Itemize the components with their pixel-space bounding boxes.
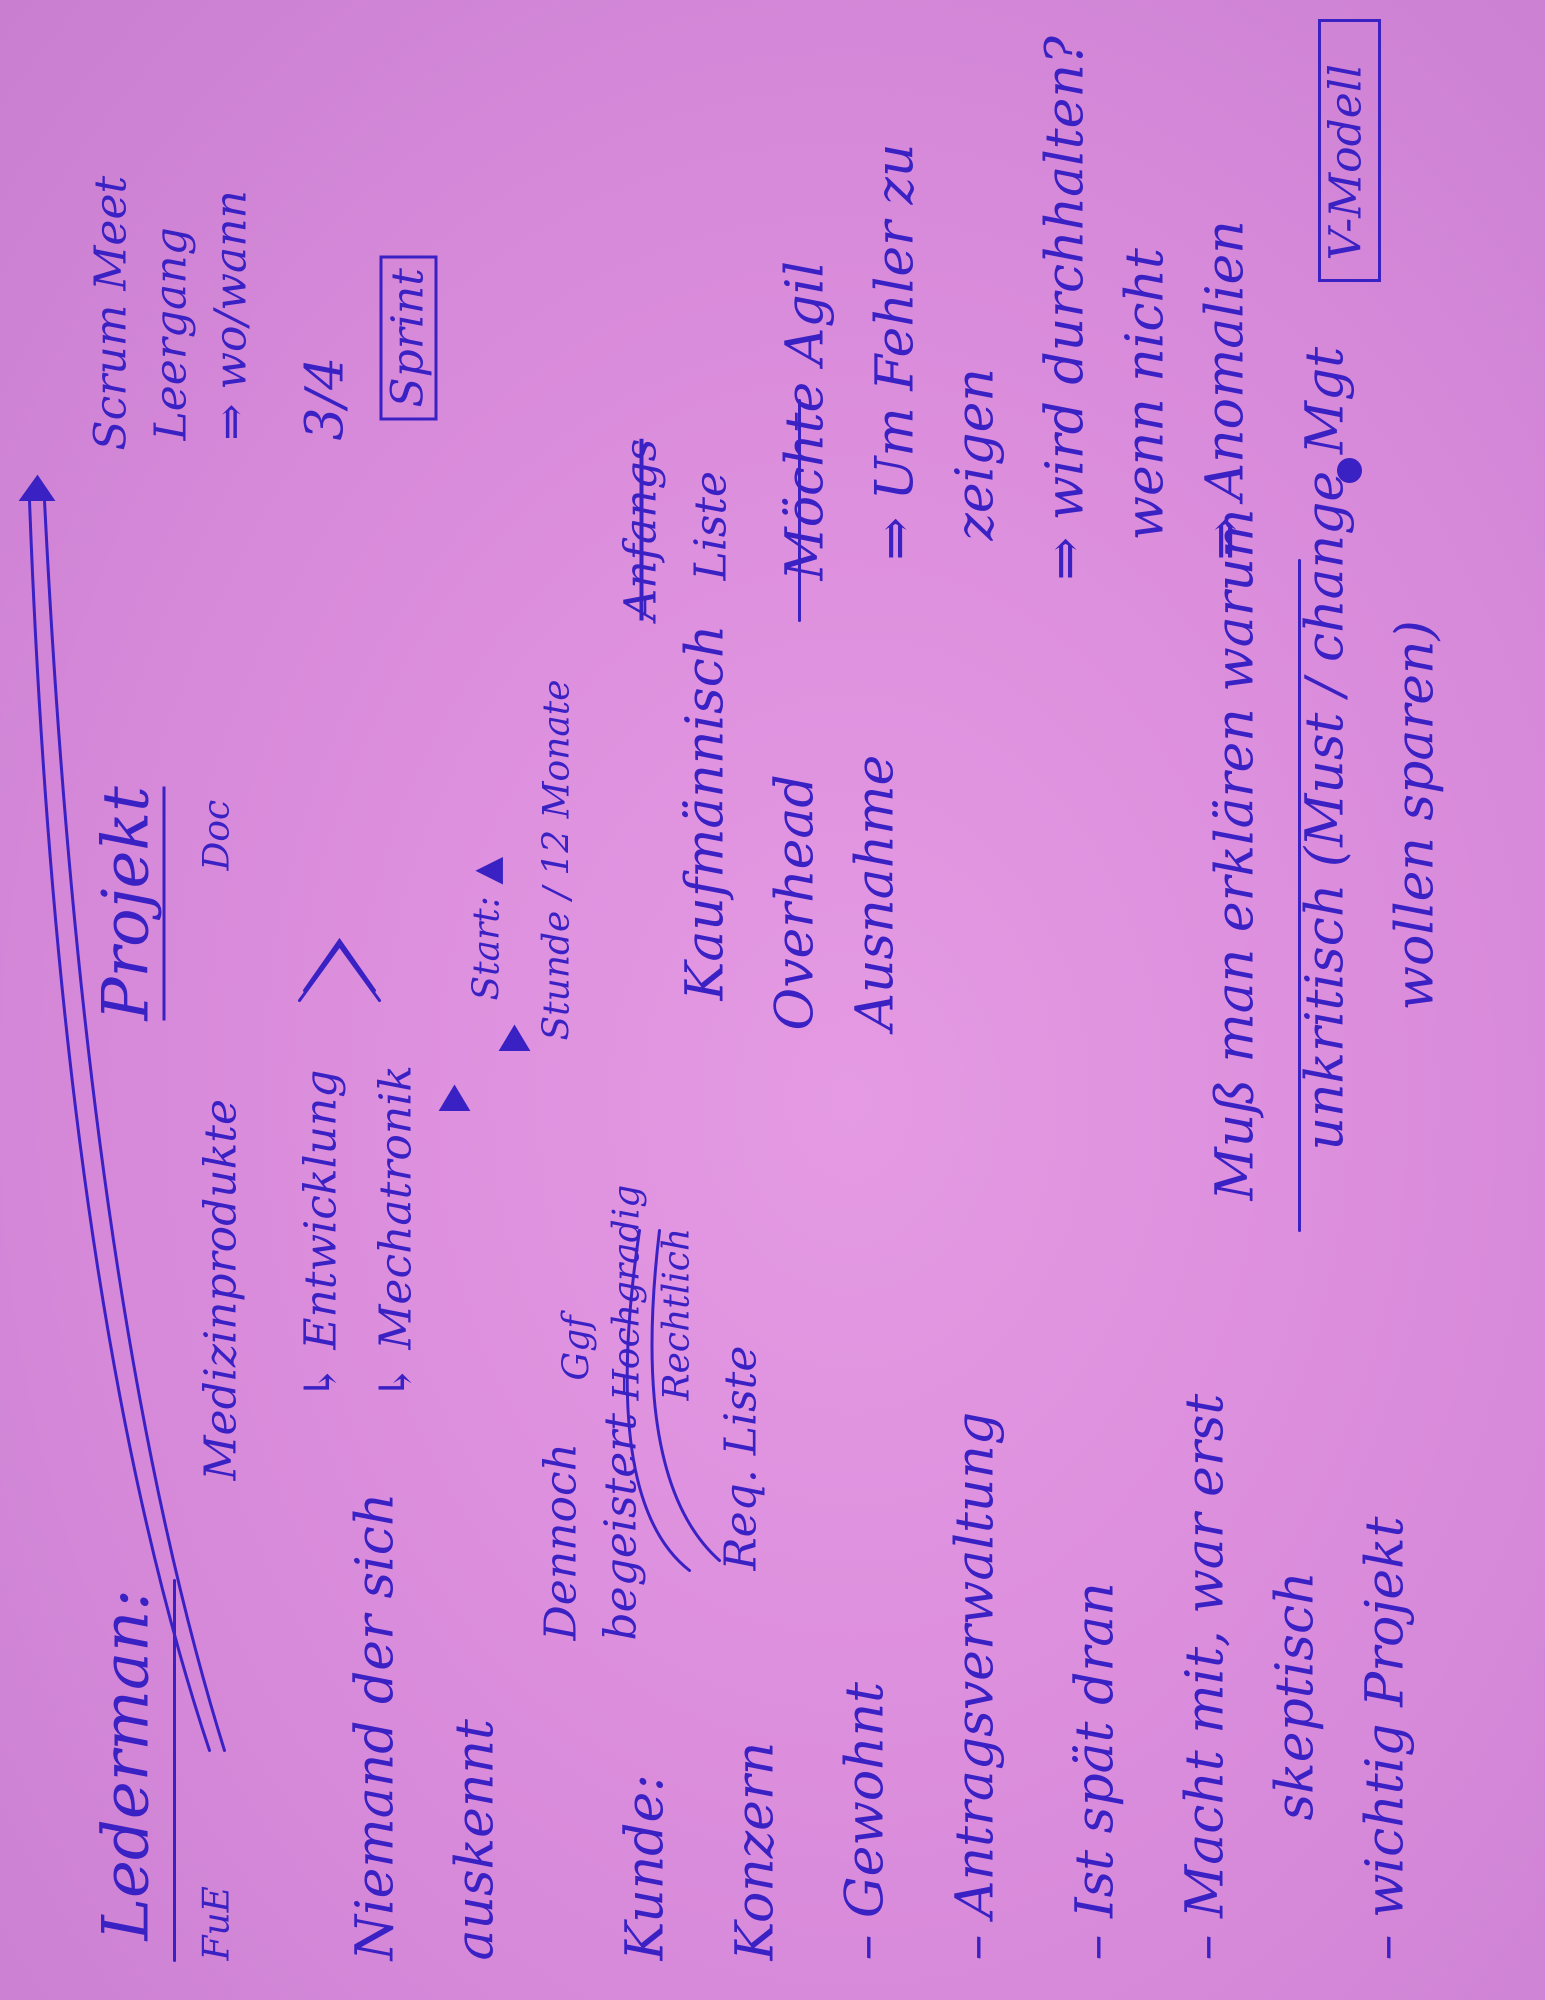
line-niemand: Niemand der sich: [345, 1492, 406, 1961]
line-overhead: Overhead: [765, 774, 826, 1031]
bullet-arrow-2: [498, 1024, 531, 1051]
line-konzern: Konzern: [725, 1741, 786, 1961]
line-wird-durchhalten: ⇒ wird durchhalten?: [1035, 36, 1096, 581]
title: Lederman:: [89, 1589, 164, 1941]
line-liste: Liste: [685, 470, 737, 581]
bullet-arrow-1: [438, 1084, 471, 1111]
line-agile-crossed: Anfangs: [615, 438, 667, 621]
curved-arrow-req: [625, 1229, 691, 1572]
line-hochgradig: Hochgradig: [606, 1184, 648, 1401]
arc-arrowhead: [18, 474, 56, 501]
line-begeistert: begeistert: [595, 1413, 647, 1641]
line-vmodell: V-Modell: [1320, 64, 1372, 261]
line-antragsverwaltung: – Antragsverwaltung: [945, 1411, 1006, 1961]
line-dennoch: Dennoch: [535, 1443, 587, 1641]
curved-arrow-req-2: [650, 1229, 721, 1562]
vmodell-box: [1318, 19, 1381, 282]
line-wo-wann: ⇒ wo/wann: [205, 190, 257, 441]
project-arc-line-2: [43, 499, 226, 1752]
line-unkritisch: unkritisch (Must / change Mgt: [1295, 346, 1356, 1151]
line-wenn-nicht: wenn nicht: [1115, 248, 1176, 541]
line-doc: Doc: [196, 799, 238, 871]
line-scrum: Scrum Meet: [85, 175, 137, 451]
line-stunde: Stunde / 12 Monate: [536, 679, 578, 1041]
line-wollen-sparen: wollen sparen): [1385, 620, 1446, 1011]
line-fraction: 3/4: [295, 356, 356, 441]
line-auskennt: auskennt: [445, 1719, 506, 1961]
line-kunde: Kunde:: [615, 1774, 676, 1961]
line-wichtig: – wichtig Projekt: [1355, 1516, 1416, 1961]
line-ausnahme: Ausnahme: [845, 754, 906, 1031]
line-kaufmaennisch: Kaufmännisch: [675, 624, 736, 1001]
line-ggf: Ggf: [556, 1315, 598, 1381]
line-um-fehler: ⇒ Um Fehler zu: [865, 143, 926, 561]
line-rechtlich: Rechtlich: [656, 1227, 698, 1401]
line-anomalien: ⇒ Anomalien: [1195, 220, 1256, 561]
line-muss-man: Muß man erklären warum: [1205, 508, 1266, 1201]
line-zeigen: zeigen: [945, 368, 1006, 541]
line-mechatronik: ↳ Mechatronik: [370, 1065, 422, 1401]
label-fue: FuE: [196, 1886, 238, 1961]
chevron-2: [303, 937, 376, 992]
line-sprint: Sprint: [379, 255, 438, 421]
line-medizinprodukte: Medizinprodukte: [195, 1099, 247, 1481]
line-ist-spaet: – Ist spät dran: [1065, 1582, 1126, 1961]
line-gewohnt: – Gewohnt: [835, 1681, 896, 1961]
line-req: Req. Liste: [715, 1345, 767, 1571]
line-entwicklung: ↳ Entwicklung: [295, 1069, 347, 1401]
line-skeptisch: skeptisch: [1265, 1571, 1326, 1821]
line-macht-mit: – Macht mit, war erst: [1175, 1393, 1236, 1961]
project-arc-line-1: [28, 499, 211, 1752]
bullet-dot: [1337, 458, 1362, 483]
line-lessons: Leergang: [145, 227, 197, 441]
line-start: Start: ▲: [466, 856, 508, 1001]
line-moechte-agil: Möchte Agil: [775, 261, 836, 581]
project-heading: Projekt: [89, 786, 166, 1021]
chevron-1: [298, 942, 381, 1002]
